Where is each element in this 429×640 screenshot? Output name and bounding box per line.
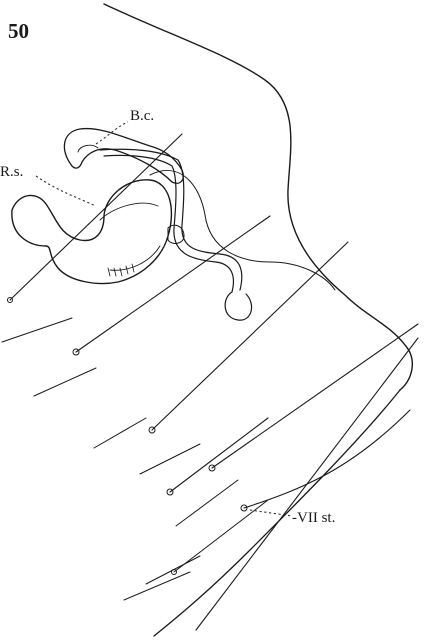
- seta: [140, 444, 200, 474]
- sternite-oblique-line: [196, 338, 418, 630]
- seta: [10, 134, 182, 300]
- rs-leader-line: [36, 176, 96, 206]
- seta: [152, 242, 348, 430]
- label-bursa-copulatrix: B.c.: [130, 108, 154, 124]
- seta: [170, 418, 268, 492]
- seta: [146, 556, 200, 584]
- label-seventh-sternite: -VII st.: [292, 510, 335, 526]
- label-receptaculum-seminis: R.s.: [0, 164, 23, 180]
- seta: [2, 318, 72, 342]
- seta: [212, 324, 418, 468]
- receptaculum-inner-contour: [100, 203, 160, 270]
- seventh-sternite-margin: [154, 390, 400, 636]
- setae-group: [2, 134, 418, 600]
- seta: [34, 368, 96, 396]
- abdomen-outline: [104, 4, 412, 390]
- seta: [174, 500, 268, 572]
- seta: [124, 572, 190, 600]
- inner-membrane-outline: [150, 171, 335, 290]
- duct-terminal-knob: [225, 292, 251, 320]
- vii-st-leader-line: [250, 510, 292, 516]
- seta: [94, 418, 146, 448]
- seta: [244, 410, 410, 508]
- figure-number: 50: [8, 19, 29, 43]
- spermathecal-duct-inner: [104, 155, 233, 292]
- receptaculum-seminis: [12, 180, 172, 284]
- seta: [176, 480, 238, 526]
